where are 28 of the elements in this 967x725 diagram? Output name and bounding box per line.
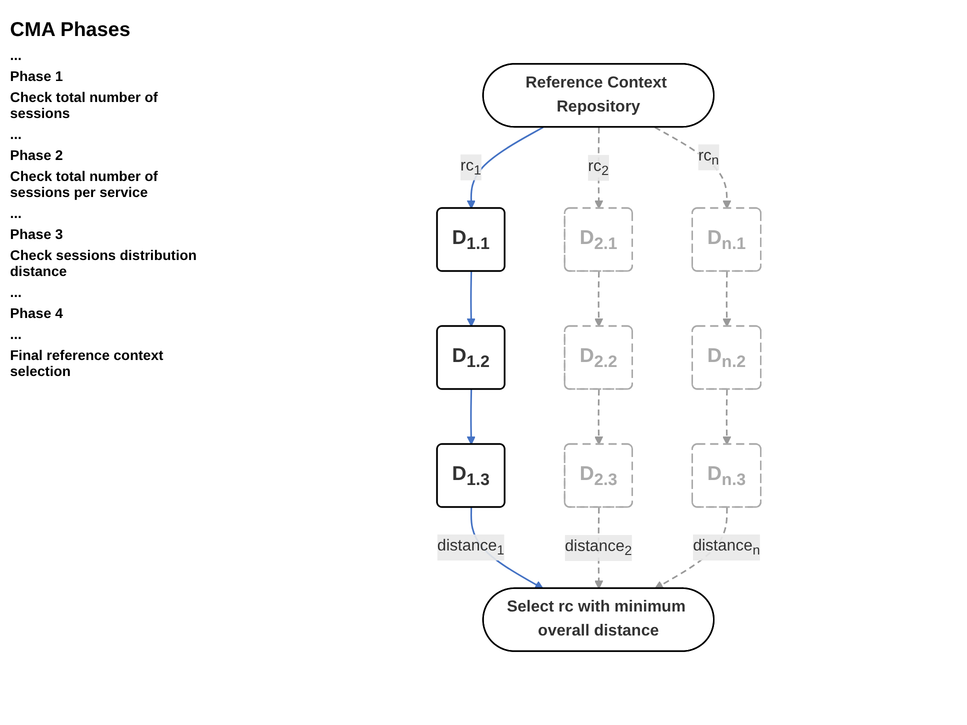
arrow xyxy=(466,389,476,445)
phase-label: Phase 2 xyxy=(10,147,64,163)
edge-label: distance$_{1}$ xyxy=(436,538,504,558)
edge-label: rc$_{n}$ xyxy=(698,147,719,168)
arrow xyxy=(466,126,544,209)
phase-label: Check sessions distribution distance xyxy=(10,247,198,279)
phase-label: ... xyxy=(10,284,23,300)
phase-label: Phase 1 xyxy=(10,68,64,84)
phase-label: Phase 3 xyxy=(10,226,64,242)
arrow xyxy=(594,389,603,445)
arrow xyxy=(594,271,603,327)
phase-label: Check total number of sessions per service xyxy=(10,168,159,200)
arrow xyxy=(722,271,731,327)
arrow xyxy=(722,389,731,445)
arrow xyxy=(466,271,476,327)
phase-label: Phase 4 xyxy=(10,305,64,321)
phase-label: ... xyxy=(10,126,23,142)
arrow xyxy=(654,126,731,209)
phase-label: ... xyxy=(10,205,23,221)
phase-label: ... xyxy=(10,326,23,342)
edge-label: distance$_{n}$ xyxy=(692,538,760,558)
phase-label: Check total number of sessions xyxy=(10,89,159,121)
phase-label: Final reference context selection xyxy=(10,347,164,379)
phase-label: ... xyxy=(10,47,23,63)
edge-label: distance$_{2}$ xyxy=(564,538,632,558)
edge-label: rc$_{1}$ xyxy=(460,157,481,178)
heading: CMA Phases xyxy=(10,19,132,42)
edge-label: rc$_{2}$ xyxy=(588,158,608,178)
